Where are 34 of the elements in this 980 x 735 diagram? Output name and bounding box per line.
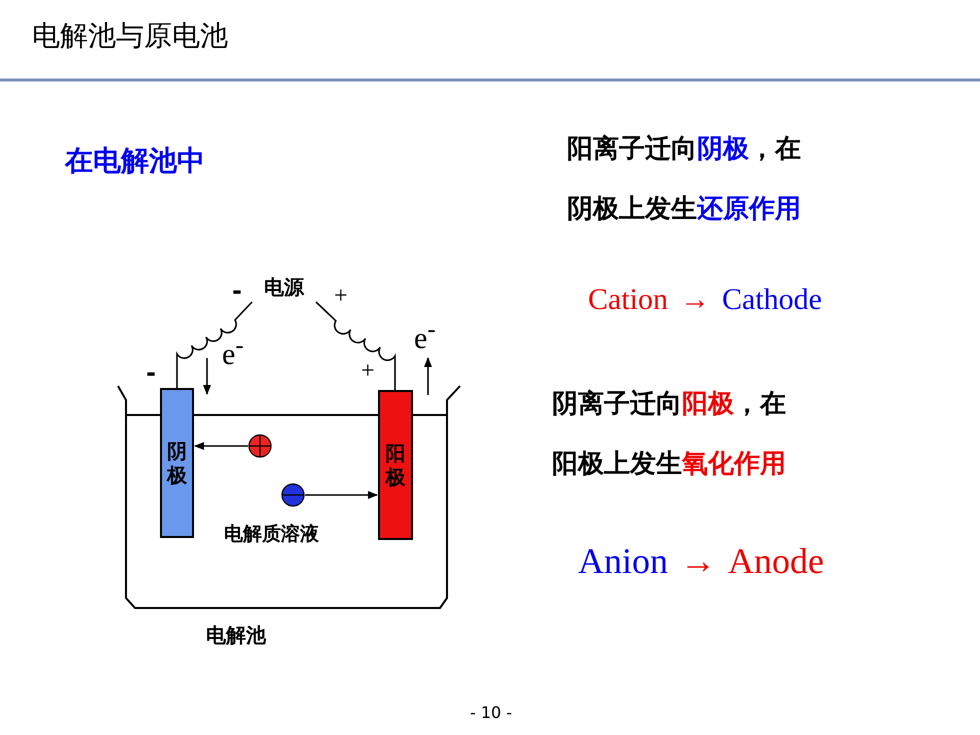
wire xyxy=(176,301,253,388)
slide-title: 电解池与原电池 xyxy=(32,20,228,52)
arrow-symbol: → xyxy=(680,283,710,316)
heading-text: 在电解池中 xyxy=(65,145,205,178)
highlighted-term: 氧化作用 xyxy=(682,449,786,479)
statement-text: 阴离子迁向 xyxy=(552,389,682,419)
caption-text: 电解池 xyxy=(206,624,266,647)
statement-text: ，在 xyxy=(749,134,801,164)
statement-text: ，在 xyxy=(734,389,786,419)
polarity-sign: - xyxy=(146,360,156,388)
term-text: Anode xyxy=(728,541,824,581)
arrow xyxy=(194,442,248,450)
page-number: - 10 - xyxy=(470,704,512,722)
anode-electrode: 阳极 xyxy=(378,390,413,540)
wire xyxy=(315,301,396,390)
arrow xyxy=(305,491,378,499)
power-source-label: 电源 xyxy=(252,272,316,302)
highlighted-term: 还原作用 xyxy=(697,194,801,224)
highlighted-term: 阴极 xyxy=(697,134,749,164)
statement-text: 阳极上发生 xyxy=(552,449,682,479)
arrow-symbol: → xyxy=(680,541,716,581)
term-text: Cathode xyxy=(722,283,822,316)
highlighted-term: 阳极 xyxy=(682,389,734,419)
statement-text: 阳离子迁向 xyxy=(567,134,697,164)
solution-label: 电解质溶液 xyxy=(224,524,319,546)
term-text: Anion xyxy=(578,541,668,581)
electron-label: e$^{-}$ xyxy=(222,332,244,372)
statement-text: 阴极上发生 xyxy=(567,194,697,224)
cathode-electrode: 阴极 xyxy=(160,388,194,538)
electron-label: e$^{-}$ xyxy=(414,316,436,356)
polarity-sign: - xyxy=(232,278,242,306)
polarity-sign: + xyxy=(334,283,348,311)
term-text: Cation xyxy=(588,283,668,316)
polarity-sign: + xyxy=(361,358,375,386)
